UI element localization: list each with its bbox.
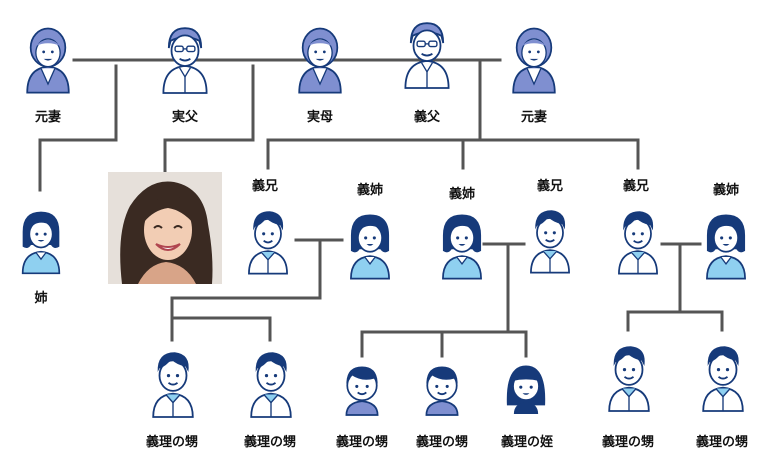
generation-3-row: 義理の甥 義理の甥 義理の甥 義理の甥 義理の姪 義理の甥 義理の甥 <box>146 345 748 450</box>
label-ex-wife-right: 元妻 <box>521 109 547 125</box>
label-father: 実父 <box>172 109 199 125</box>
label-nephew-3: 義理の甥 <box>336 434 388 450</box>
elderly-man-glasses-icon <box>404 22 450 90</box>
generation-1-row: 元妻 実父 実母 義父 元妻 <box>26 22 556 125</box>
boy-icon <box>345 365 379 416</box>
label-sister: 姉 <box>34 290 47 306</box>
label-brother-in-law-3: 義兄 <box>623 178 649 194</box>
man-icon <box>152 351 194 419</box>
woman-portrait-photo <box>108 172 222 284</box>
woman-icon <box>349 213 391 280</box>
line-to-photo <box>163 64 255 174</box>
label-nephew-6: 義理の甥 <box>696 434 748 450</box>
label-ex-wife-left: 元妻 <box>35 109 61 125</box>
line-couple-1-children <box>170 238 322 300</box>
man-icon <box>702 345 744 413</box>
label-sister-in-law-1: 義姉 <box>357 182 383 198</box>
portrait-illustration <box>108 172 222 284</box>
line-to-sister <box>38 64 118 192</box>
label-brother-in-law-1: 義兄 <box>252 178 278 194</box>
girl-icon <box>505 364 547 415</box>
man-icon <box>250 351 292 419</box>
label-mother: 実母 <box>307 109 333 125</box>
label-nephew-2: 義理の甥 <box>244 434 296 450</box>
label-brother-in-law-2: 義兄 <box>537 178 563 194</box>
woman-icon <box>705 213 747 280</box>
children-bar-1 <box>170 296 272 342</box>
woman-icon <box>441 213 483 280</box>
man-icon <box>529 209 571 274</box>
label-sister-in-law-2: 義姉 <box>449 186 475 202</box>
label-nephew-5: 義理の甥 <box>602 434 654 450</box>
elderly-woman-icon <box>512 27 556 94</box>
elderly-woman-icon <box>26 27 70 94</box>
man-icon <box>617 210 659 275</box>
label-niece-1: 義理の姪 <box>501 434 553 450</box>
connector-lines <box>38 58 724 358</box>
man-icon <box>608 345 650 413</box>
boy-icon <box>425 365 459 416</box>
label-father-in-law: 義父 <box>414 109 441 125</box>
label-nephew-4: 義理の甥 <box>416 434 468 450</box>
generation-2-row: 姉 義兄 義姉 義姉 義兄 義兄 義姉 <box>21 178 747 306</box>
man-icon <box>247 210 289 275</box>
woman-icon <box>21 210 61 275</box>
label-sister-in-law-3: 義姉 <box>713 182 739 198</box>
label-nephew-1: 義理の甥 <box>146 434 198 450</box>
